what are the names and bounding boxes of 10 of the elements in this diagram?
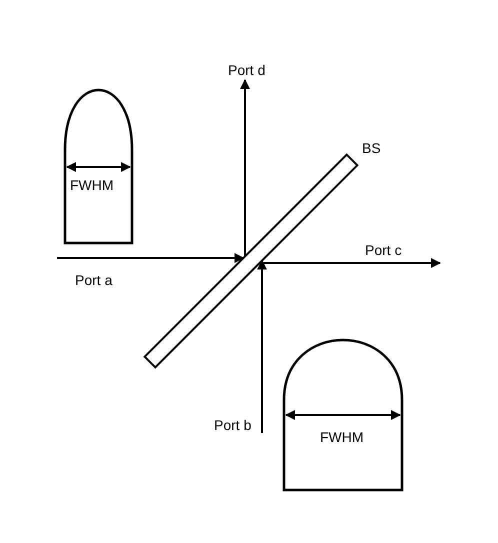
beam-arrow bbox=[240, 79, 250, 256]
beam-arrow bbox=[57, 253, 244, 263]
port-label: Port d bbox=[228, 62, 266, 78]
port-label: Port b bbox=[214, 417, 252, 433]
fwhm-label: FWHM bbox=[320, 429, 364, 445]
port-label: Port a bbox=[75, 272, 112, 288]
splitter-label: BS bbox=[362, 140, 381, 156]
fwhm-label: FWHM bbox=[70, 177, 114, 193]
beam-arrow bbox=[257, 260, 267, 433]
port-label: Port c bbox=[365, 242, 402, 258]
